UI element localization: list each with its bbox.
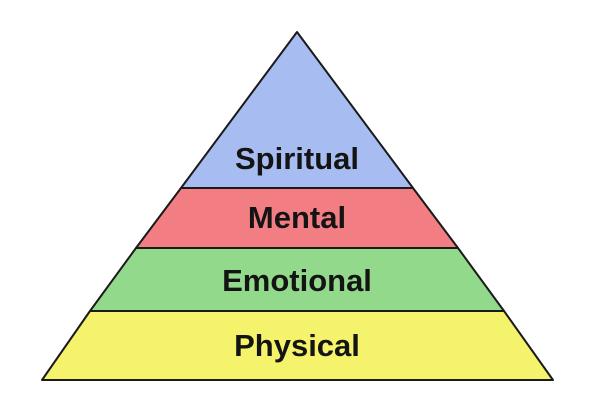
tier-physical: Physical	[41, 310, 554, 381]
tier-spiritual-label: Spiritual	[235, 141, 359, 176]
tier-physical-label: Physical	[234, 328, 360, 363]
tier-spiritual: Spiritual	[180, 31, 414, 189]
tier-emotional-label: Emotional	[222, 263, 372, 298]
tier-emotional: Emotional	[89, 247, 505, 312]
tier-mental-label: Mental	[248, 200, 346, 235]
tier-mental: Mental	[135, 187, 459, 249]
tier-physical-shape	[41, 310, 554, 381]
